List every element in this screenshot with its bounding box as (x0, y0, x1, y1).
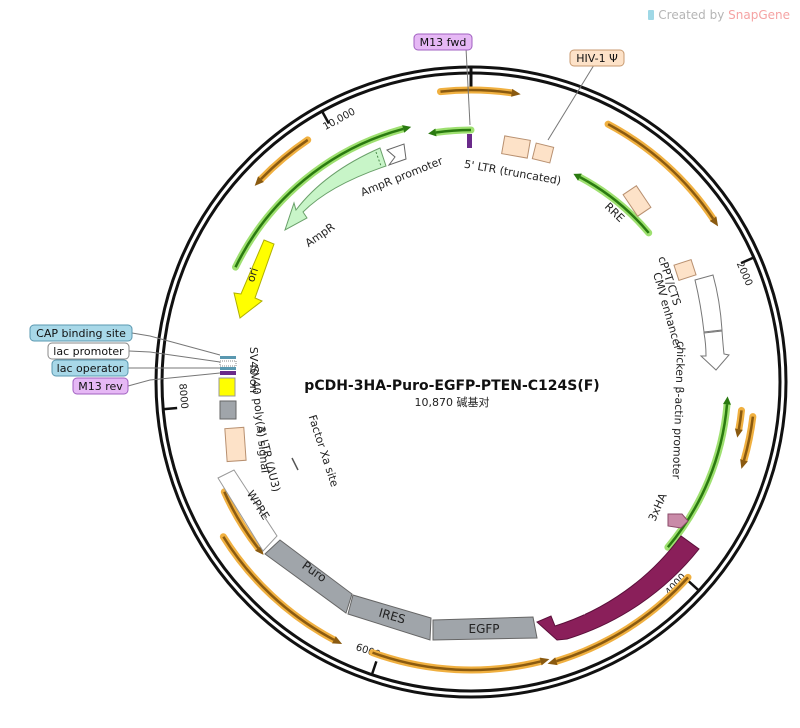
orf-right-mid[interactable] (742, 416, 755, 461)
feature-3xha[interactable] (667, 513, 689, 529)
feature-ori[interactable] (233, 239, 275, 319)
feature-sv40-polya[interactable] (219, 400, 237, 420)
box-label-lacp: lac promoter (53, 345, 124, 358)
primer-right[interactable] (666, 404, 729, 548)
orf-top-head (511, 88, 521, 97)
plasmid-name: pCDH-3HA-Puro-EGFP-PTEN-C124S(F) (304, 378, 599, 394)
box-label-laco: lac operator (57, 362, 124, 375)
tick-8000 (164, 406, 178, 411)
orf-top[interactable] (440, 88, 512, 95)
feature-puro[interactable] (264, 539, 353, 614)
feature-ampr-promoter[interactable] (386, 143, 407, 167)
primer-ampr[interactable] (234, 127, 404, 268)
feature-cmv-enhancer[interactable] (694, 274, 723, 333)
box-label-m13-rev: M13 rev (78, 380, 123, 393)
callout-lines (127, 47, 595, 387)
feature-5ltr[interactable] (501, 135, 531, 159)
orf-left-top-head (254, 176, 264, 186)
feature-cap-site[interactable] (220, 356, 236, 359)
tick-label-8000: 8000 (176, 383, 189, 409)
box-lacp[interactable] (47, 342, 130, 360)
orf-left-top[interactable] (260, 138, 309, 181)
feature-cppt[interactable] (673, 258, 697, 282)
plasmid-size: 10,870 碱基对 (415, 395, 490, 409)
box-label-cap: CAP binding site (36, 327, 126, 340)
feature-wpre[interactable] (217, 469, 278, 552)
label-ori: ori (244, 266, 261, 284)
tick-4000 (687, 580, 700, 591)
primer-ampr-head (402, 125, 412, 133)
tick-label-2000: 2000 (734, 260, 754, 288)
feature-chicken-promoter[interactable] (699, 330, 730, 371)
feature-pten-c124s[interactable] (536, 535, 700, 641)
feature-hiv-psi[interactable] (531, 142, 555, 164)
box-label-hiv-psi: HIV-1 Ψ (576, 52, 618, 65)
orf-left-mid[interactable] (223, 491, 260, 549)
feature-m13-rev[interactable] (220, 371, 236, 375)
snapgene-logo-icon (648, 10, 655, 20)
box-label-m13-fwd: M13 fwd (420, 36, 467, 49)
box-laco[interactable] (51, 359, 129, 377)
label-3xha: 3xHA (646, 491, 670, 523)
orf-right-upper[interactable] (607, 123, 715, 220)
primer-rre[interactable] (579, 176, 650, 234)
factor-xa-mark (291, 457, 299, 471)
feature-sv40-ori[interactable] (218, 377, 236, 397)
box-cap[interactable] (29, 324, 133, 342)
orf-right-small[interactable] (737, 410, 743, 430)
orf-right-mid-head (740, 459, 748, 469)
box-m13-rev[interactable] (72, 377, 129, 395)
primer-arrows (232, 125, 732, 551)
label-ampr: AmpR (303, 220, 338, 250)
orf-left-lower[interactable] (222, 536, 335, 641)
primer-rre-head (573, 173, 582, 181)
orf-right-lower-head (547, 657, 558, 666)
box-m13-fwd[interactable] (413, 33, 473, 51)
orf-bottom[interactable] (372, 651, 541, 672)
orf-right-upper-head (709, 216, 719, 227)
orf-bottom-head (539, 657, 550, 666)
orf-arrows (219, 86, 757, 674)
orf-left-lower-head (332, 636, 343, 644)
label-factor-xa: Factor Xa site (306, 413, 342, 488)
feature-lac-promoter[interactable] (219, 360, 237, 367)
box-hiv-psi[interactable] (569, 49, 625, 67)
feature-rre[interactable] (622, 185, 652, 217)
ampr-inner-dash (375, 151, 382, 167)
feature-ampr[interactable] (284, 147, 387, 232)
primer-right-head (723, 396, 732, 405)
snapgene-watermark: Created by SnapGene (648, 8, 790, 22)
feature-ires[interactable] (347, 594, 432, 641)
feature-lac-operator[interactable] (220, 367, 236, 370)
primer-top[interactable] (435, 128, 472, 134)
primer-top-head (428, 128, 437, 137)
label-sv40ori: SV40 ori (247, 347, 260, 393)
feature-3ltr[interactable] (224, 426, 247, 463)
orf-right-lower[interactable] (556, 576, 689, 663)
label-egfp: EGFP (468, 622, 499, 636)
tick-2000 (740, 256, 754, 265)
tick-6000 (371, 661, 378, 675)
orf-right-small-head (734, 428, 743, 438)
label-chicken: chicken β-actin promoter (670, 341, 688, 480)
tick-10000 (321, 111, 330, 125)
feature-egfp[interactable] (432, 616, 538, 641)
